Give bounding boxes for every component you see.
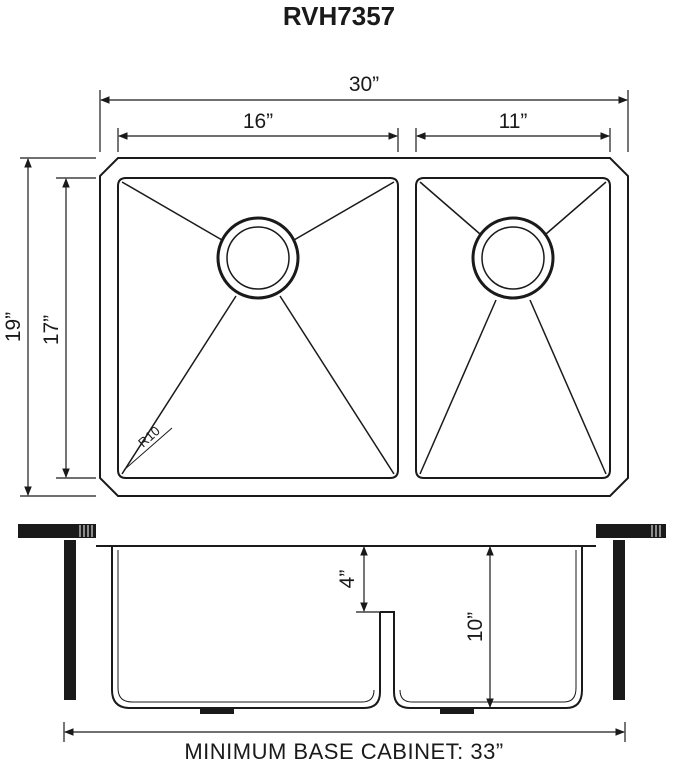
left-drain-inner (226, 226, 290, 290)
dim-cabinet-width (63, 722, 626, 742)
countertop-right (596, 524, 666, 538)
left-bowl-slope-lines (121, 181, 395, 475)
cabinet-wall-right (613, 540, 625, 700)
top-view (99, 157, 629, 497)
right-bowl-slope-lines (419, 181, 607, 475)
dim-bowl-depth (56, 177, 96, 479)
bowl-height-label: 10” (464, 612, 487, 642)
dim-left-bowl-width (117, 128, 399, 152)
right-drain-stub (440, 708, 474, 714)
right-bowl-outline (415, 177, 611, 479)
side-view: 4” 10” (18, 524, 666, 742)
dim-divider-height (356, 546, 380, 613)
overall-depth-label: 19” (2, 312, 25, 342)
right-drain (471, 216, 555, 300)
divider-height-label: 4” (336, 570, 359, 589)
left-drain (216, 216, 300, 300)
right-bowl-inner-wall (399, 550, 577, 703)
dim-right-bowl-width (415, 128, 611, 152)
corner-radius-leader (123, 427, 173, 471)
left-drain-stub (200, 708, 234, 714)
divider-section (380, 546, 583, 709)
dim-overall-depth (20, 157, 96, 497)
left-bowl-outline (117, 177, 399, 479)
left-bowl-section (111, 546, 381, 709)
right-drain-inner (481, 226, 545, 290)
model-title: RVH7357 (283, 1, 395, 31)
right-bowl-width-label: 11” (499, 110, 528, 133)
countertop-left (18, 524, 96, 538)
bowl-depth-label: 17” (40, 315, 63, 345)
cabinet-caption: MINIMUM BASE CABINET: 33” (184, 739, 503, 764)
dim-overall-width (99, 90, 629, 152)
overall-width-label: 30” (349, 73, 379, 96)
left-bowl-width-label: 16” (243, 110, 273, 133)
sink-flange-outline (99, 157, 629, 497)
cabinet-wall-left (64, 540, 76, 700)
left-bowl-inner-wall (117, 550, 375, 703)
